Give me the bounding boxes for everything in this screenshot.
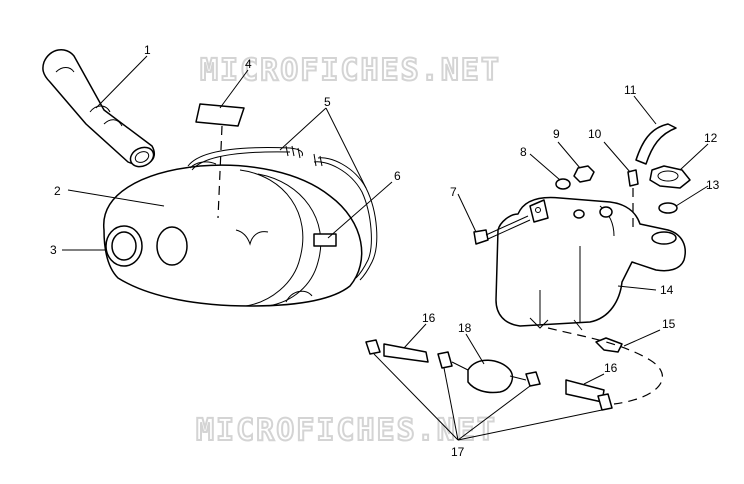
routing-line: [547, 327, 663, 405]
callout-5: 5: [324, 95, 331, 109]
callout-1: 1: [144, 43, 151, 57]
callout-12: 12: [704, 131, 718, 145]
callout-11: 11: [624, 83, 637, 97]
callout-7: 7: [450, 185, 457, 199]
callout-2: 2: [54, 184, 61, 198]
callout-3: 3: [50, 243, 57, 257]
decal-small: [313, 233, 337, 247]
callout-10: 10: [588, 127, 602, 141]
gasket: [658, 202, 678, 214]
decal: [195, 103, 245, 219]
callout-14: 14: [660, 283, 674, 297]
hose: [42, 49, 155, 168]
inline-filter: [451, 359, 527, 394]
callout-9: 9: [553, 127, 560, 141]
hose-clamps: [365, 339, 613, 411]
callout-16-upper: 16: [422, 311, 436, 325]
callout-8: 8: [520, 145, 527, 159]
callout-15: 15: [662, 317, 676, 331]
vent-hose: [635, 123, 677, 165]
nut: [573, 165, 595, 183]
callout-18: 18: [458, 321, 472, 335]
intake-boot: [105, 225, 143, 267]
callout-13: 13: [706, 178, 720, 192]
breather-tubes: [187, 145, 378, 281]
filler-neck: [651, 231, 677, 245]
callout-4: 4: [245, 57, 252, 71]
airbox-housing: [103, 161, 363, 307]
outlet-fitting: [595, 337, 623, 353]
callout-17: 17: [451, 445, 465, 459]
filler-cap: [649, 165, 691, 189]
watermark-bottom: MICROFICHES.NET: [196, 413, 497, 448]
leader-lines: [62, 55, 709, 441]
callout-16-lower: 16: [604, 361, 618, 375]
watermark-top: MICROFICHES.NET: [200, 53, 501, 88]
oil-tank: [495, 196, 686, 331]
bolt: [473, 215, 531, 245]
callout-labels: 1 2 3 4 5 6 7 8 9 10 11 12 13 14 15 16 1…: [50, 43, 720, 459]
vent-fitting: [627, 169, 639, 232]
washer: [555, 178, 571, 190]
filter-hose-upper: [383, 343, 429, 363]
callout-6: 6: [394, 169, 401, 183]
